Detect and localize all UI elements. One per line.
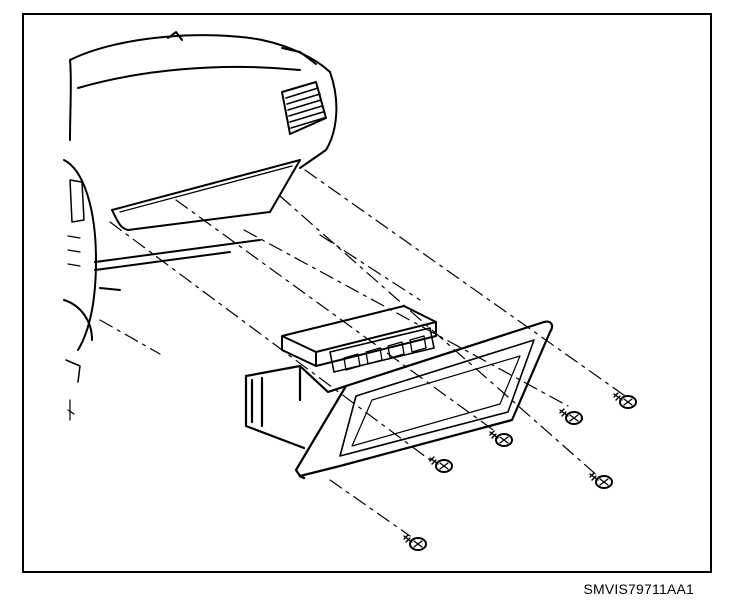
figure-frame <box>22 13 712 573</box>
electronic-control-module-icon <box>281 305 437 373</box>
mounting-bracket-icon <box>244 320 554 480</box>
screw-icon <box>403 392 637 551</box>
instrument-panel-icon <box>63 31 338 421</box>
alignment-lines <box>99 169 629 537</box>
air-vent-icon <box>281 81 327 135</box>
figure-caption: SMVIS79711AA1 <box>583 581 694 597</box>
